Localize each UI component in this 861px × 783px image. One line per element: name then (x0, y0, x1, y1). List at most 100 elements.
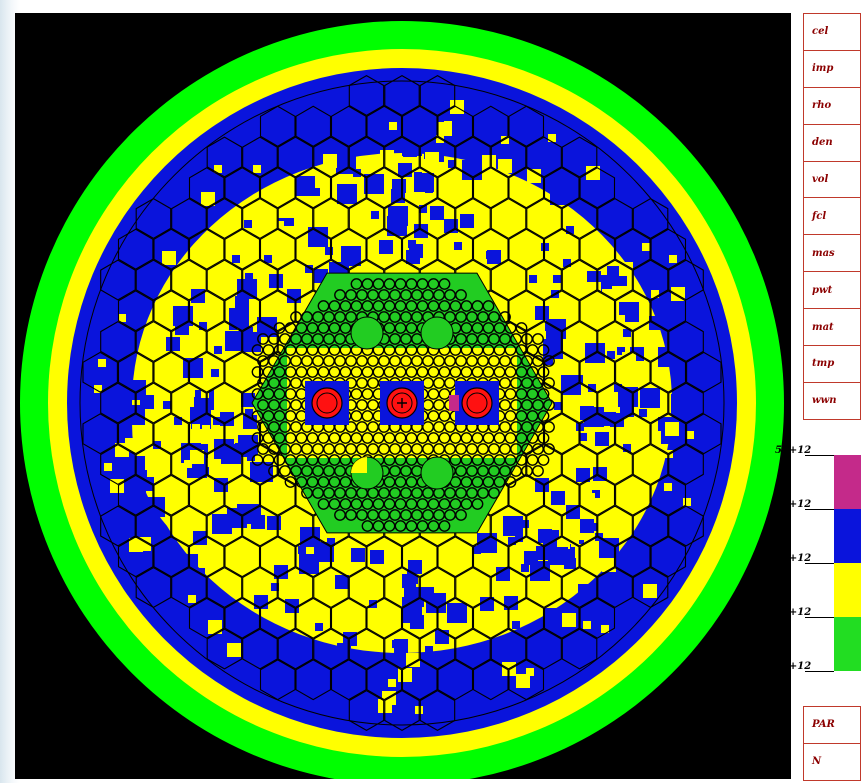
assembly-hex (597, 566, 633, 609)
blue-pixel-block (503, 516, 523, 536)
blue-pixel-block (584, 407, 604, 427)
assembly-hex (597, 382, 633, 424)
button-den[interactable]: den (803, 123, 861, 162)
assembly-hex (561, 382, 598, 424)
scale-label-5e12: 5. +12 (775, 445, 812, 456)
assembly-hex (242, 566, 278, 609)
blue-pixel-block (174, 417, 182, 425)
assembly-hex (437, 536, 474, 578)
blue-pixel-block (621, 565, 629, 573)
assembly-hex (401, 167, 438, 209)
button-vol[interactable]: vol (803, 160, 861, 199)
button-mat[interactable]: mat (803, 308, 861, 347)
assembly-hex (295, 659, 332, 701)
blue-pixel-block (515, 534, 523, 542)
blue-pixel-block (388, 206, 408, 226)
assembly-hex (313, 197, 349, 240)
yellow-pixel-block (118, 314, 126, 322)
geometry-plot-canvas[interactable] (15, 13, 791, 779)
blue-pixel-block (402, 597, 422, 617)
button-rho[interactable]: rho (803, 86, 861, 125)
button-par[interactable]: PAR (803, 706, 861, 744)
button-cel[interactable]: cel (803, 13, 861, 51)
blue-pixel-block (647, 537, 655, 545)
fuel-pin (488, 487, 500, 499)
button-pwt[interactable]: pwt (803, 271, 861, 310)
blue-pixel-block (454, 242, 462, 250)
assembly-hex (650, 413, 687, 455)
assembly-hex (117, 536, 154, 578)
yellow-pixel-block (398, 668, 412, 682)
blue-pixel-block (430, 206, 444, 220)
assembly-hex (224, 167, 261, 209)
assembly-hex (579, 474, 616, 516)
experimental-channel (311, 387, 343, 419)
blue-pixel-block (578, 584, 598, 604)
assembly-hex (508, 228, 545, 270)
assembly-hex (472, 167, 509, 209)
scale-swatch-yellow (834, 563, 861, 617)
blue-pixel-block (595, 432, 609, 446)
assembly-hex (490, 505, 527, 547)
assembly-hex (455, 197, 491, 240)
assembly-hex (579, 536, 616, 578)
assembly-hex (543, 290, 580, 332)
blue-pixel-block (529, 275, 537, 283)
assembly-hex (384, 74, 420, 117)
assembly-hex (419, 74, 456, 117)
assembly-hex (153, 474, 189, 516)
assembly-hex (330, 167, 367, 209)
assembly-hex (561, 320, 598, 363)
assembly-hex (330, 105, 367, 147)
assembly-hex (419, 566, 456, 609)
blue-pixel-block (278, 152, 286, 160)
button-wwn[interactable]: wwn (803, 381, 861, 420)
assembly-hex (366, 659, 403, 701)
assembly-hex (188, 474, 225, 516)
assembly-hex (206, 136, 243, 178)
fuel-pin (438, 520, 451, 532)
scale-label-2e12: 2. +12 (775, 607, 812, 618)
blue-pixel-block (535, 306, 549, 320)
assembly-hex (242, 136, 278, 178)
yellow-pixel-block (683, 498, 691, 506)
blue-pixel-block (521, 520, 529, 528)
blue-pixel-block (448, 160, 456, 168)
button-fcl[interactable]: fcl (803, 197, 861, 236)
fuel-pin (499, 311, 511, 323)
assembly-hex (295, 105, 332, 147)
blue-pixel-block (616, 219, 630, 233)
assembly-hex (597, 443, 633, 486)
assembly-hex (650, 474, 687, 516)
button-mas[interactable]: mas (803, 234, 861, 273)
assembly-hex (543, 474, 580, 516)
assembly-hex (135, 566, 172, 609)
assembly-hex (206, 443, 243, 486)
blue-pixel-block (235, 296, 249, 310)
assembly-hex (188, 167, 225, 209)
yellow-pixel-block (202, 425, 210, 433)
scale-label-3e12: 3. +12 (775, 553, 812, 564)
blue-pixel-block (554, 402, 562, 410)
button-tmp[interactable]: tmp (803, 345, 861, 383)
blue-pixel-block (370, 550, 384, 564)
experimental-channel (461, 387, 493, 419)
blue-pixel-block (126, 477, 146, 497)
assembly-hex (597, 197, 633, 240)
scale-swatch-green (834, 617, 861, 671)
assembly-hex (508, 659, 545, 701)
yellow-pixel-block (665, 422, 679, 436)
density-blob-layer (94, 100, 703, 714)
button-imp[interactable]: imp (803, 49, 861, 88)
yellow-pixel-block (425, 152, 439, 166)
scale-rule (805, 563, 861, 564)
yellow-pixel-block (516, 674, 530, 688)
assembly-hex (526, 197, 562, 240)
yellow-pixel-block (247, 239, 261, 253)
origin-crosshair (397, 398, 407, 408)
assembly-hex (668, 443, 704, 486)
blue-pixel-block (585, 523, 593, 531)
blue-pixel-block (607, 351, 615, 359)
yellow-pixel-block (642, 243, 650, 251)
button-n[interactable]: N (803, 742, 861, 781)
